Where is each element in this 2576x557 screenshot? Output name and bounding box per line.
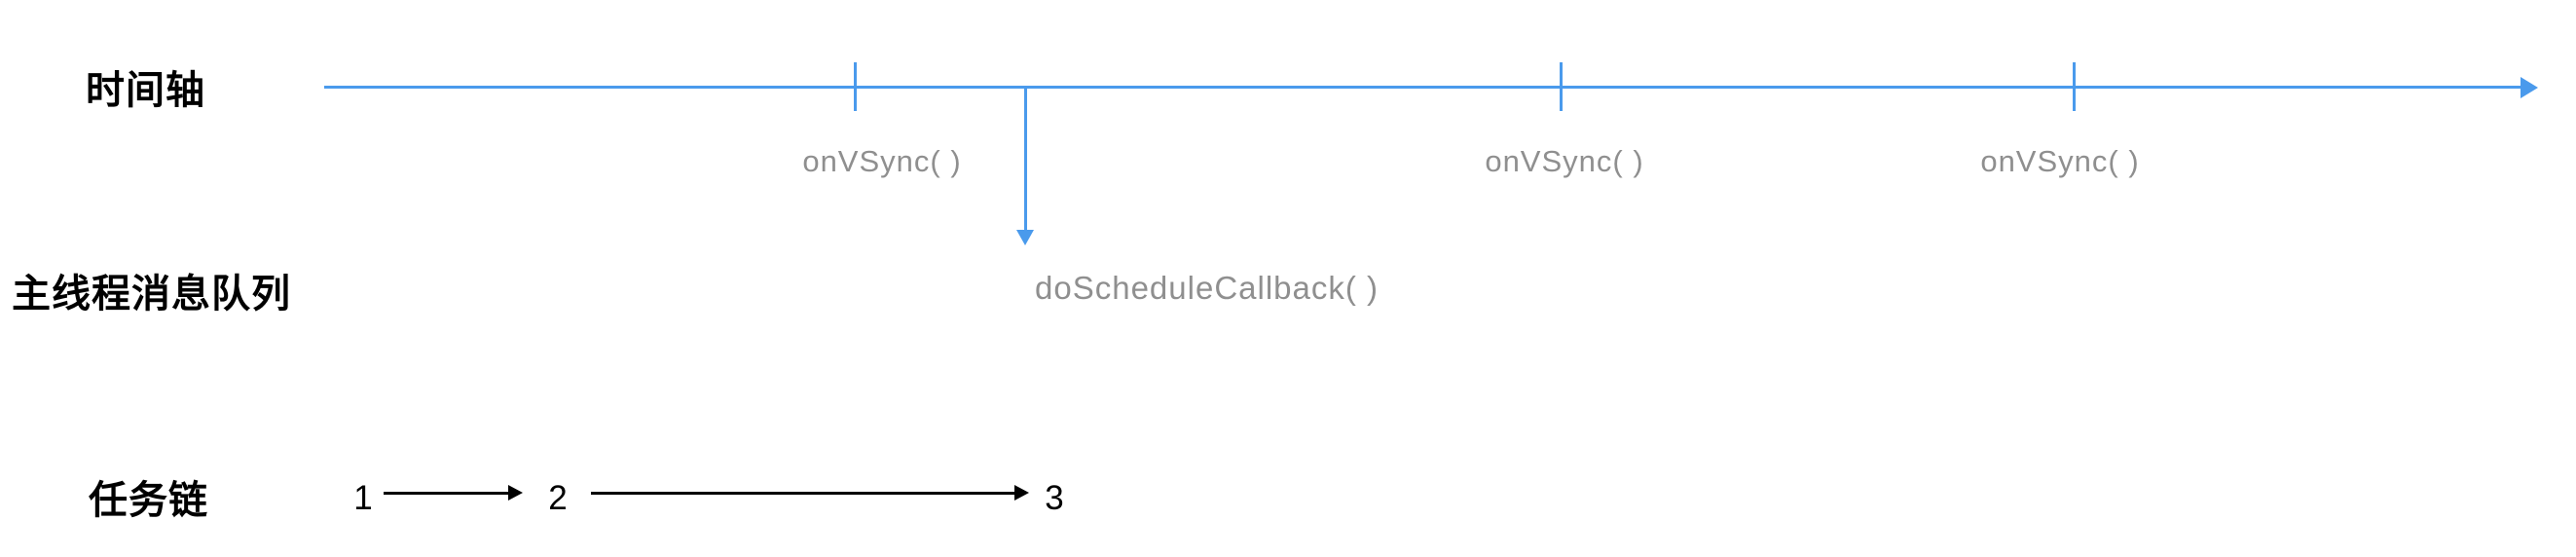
timeline-row-label: 时间轴 [86, 69, 205, 112]
task-chain-row-label: 任务链 [89, 479, 208, 522]
task-node-3: 3 [1045, 479, 1064, 517]
task-node-1: 1 [353, 479, 373, 517]
time-axis-line [324, 86, 2526, 89]
task-arrow-1-line [384, 492, 508, 495]
vsync-label-2: onVSync( ) [1485, 144, 1644, 178]
vsync-tick-3 [2073, 62, 2076, 111]
main-thread-message-queue-row-label: 主线程消息队列 [12, 273, 291, 316]
vsync-label-1: onVSync( ) [802, 144, 962, 178]
task-arrowhead-1-icon [508, 485, 523, 501]
vsync-tick-1 [854, 62, 857, 111]
task-arrow-2-line [591, 492, 1014, 495]
task-arrowhead-2-icon [1014, 485, 1029, 501]
schedule-callback-arrow-line [1024, 88, 1027, 230]
do-schedule-callback-label: doScheduleCallback( ) [1035, 270, 1380, 306]
arrowhead-down-icon [1016, 230, 1034, 245]
arrowhead-right-icon [2521, 77, 2538, 98]
vsync-tick-2 [1560, 62, 1563, 111]
vsync-label-3: onVSync( ) [1980, 144, 2140, 178]
task-node-2: 2 [548, 479, 568, 517]
